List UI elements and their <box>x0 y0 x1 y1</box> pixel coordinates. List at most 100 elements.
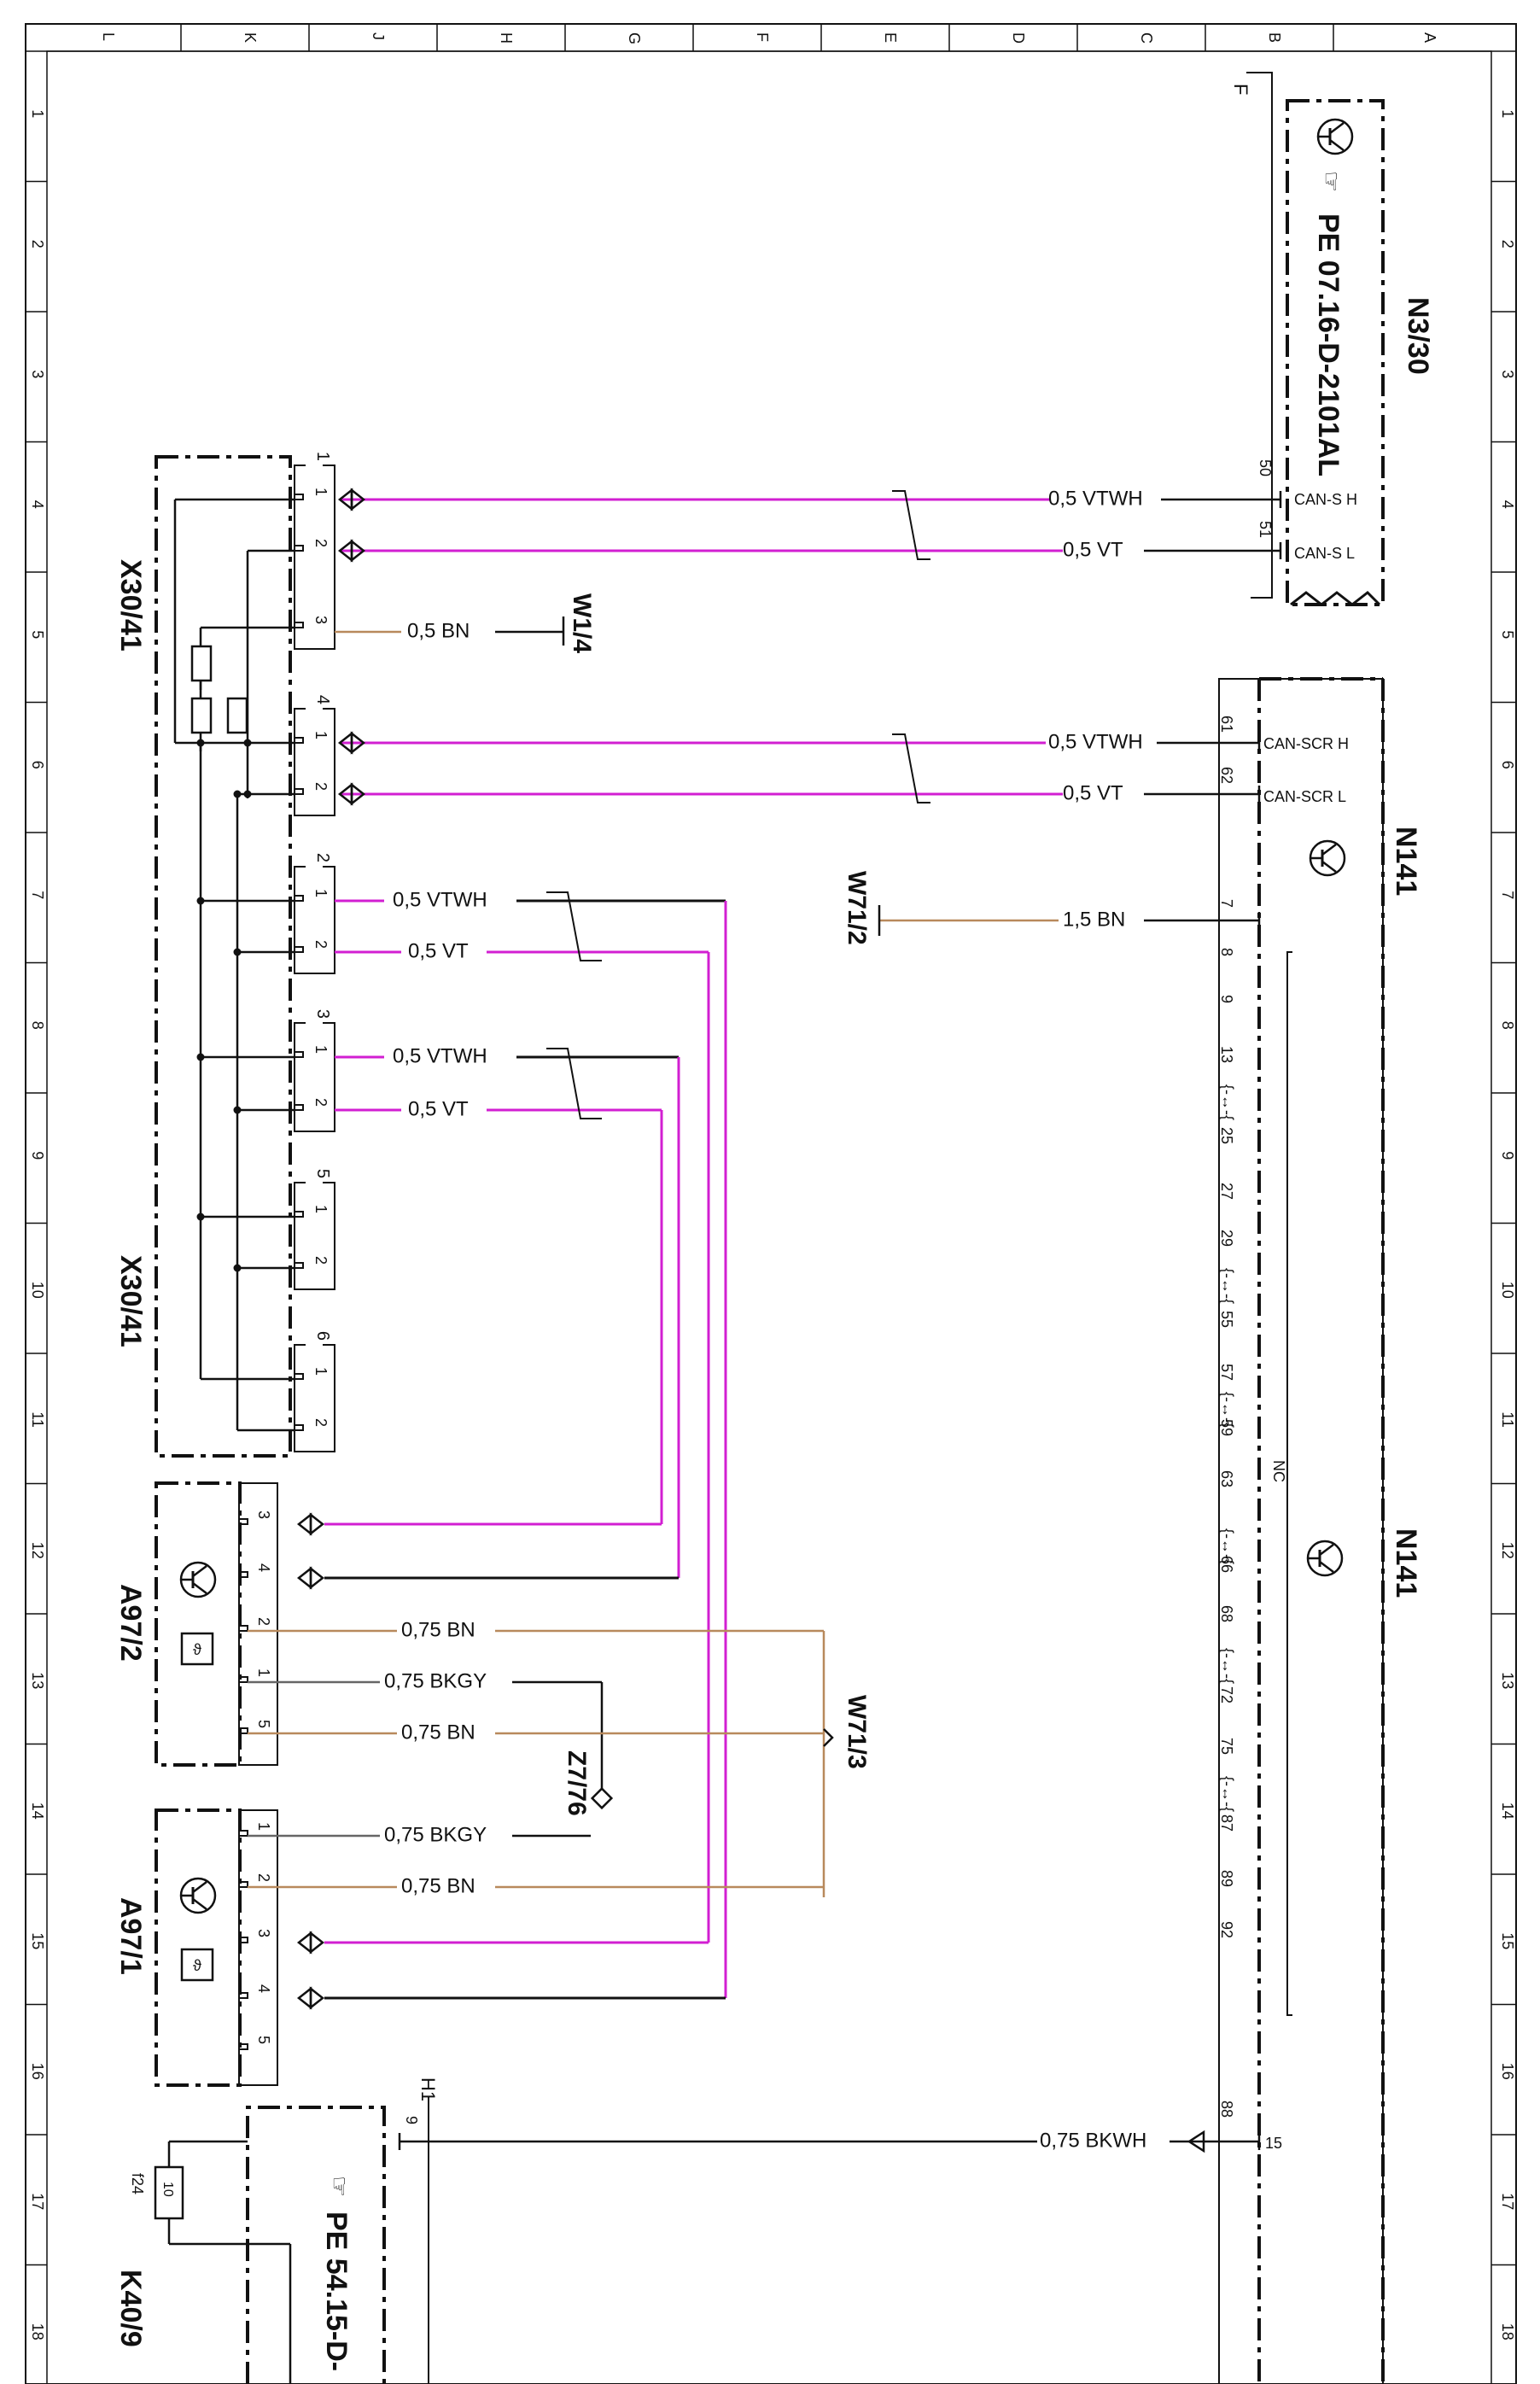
pin-number: 2 <box>312 1256 330 1265</box>
row-label-right: 14 <box>1499 1803 1516 1820</box>
n141-pin-number: 59 <box>1218 1419 1235 1436</box>
row-label-right: 4 <box>1499 500 1516 509</box>
transistor-icon <box>1306 1540 1344 1577</box>
pin-88: 88 <box>1218 2101 1235 2118</box>
pin-number: 1 <box>312 488 330 496</box>
n3-30-module: ☞ PE 07.16-D-2101AL N3/30 50 51 CAN-S H … <box>1257 99 1434 606</box>
row-label-right: 3 <box>1499 370 1516 378</box>
pin-number: 1 <box>312 1205 330 1213</box>
row-label-left: 17 <box>29 2193 46 2210</box>
pin-terminal <box>295 737 304 744</box>
n141-pin-number: 68 <box>1218 1605 1235 1622</box>
twisted-pair-icon <box>892 733 930 803</box>
pin-number: 5 <box>255 1720 272 1728</box>
wire-label: 1,5 BN <box>1063 908 1125 931</box>
wire-label: 0,75 BKGY <box>384 1669 487 1692</box>
x30-41-label-top: X30/41 <box>114 559 147 652</box>
pin-number: 3 <box>255 1510 272 1519</box>
a97-1-label: A97/1 <box>114 1897 147 1975</box>
plug-icon <box>296 1986 312 2010</box>
a97-1-sensor: ϑ A97/1 <box>114 1808 278 2087</box>
n141-pin-number: 25 <box>1218 1127 1235 1144</box>
n141-pin-number: 92 <box>1218 1921 1235 1938</box>
pin-skip-marker: {-↔-{ <box>1219 1268 1236 1304</box>
w71-3-label: W71/3 <box>843 1695 871 1769</box>
n3-30-ref: PE 07.16-D-2101AL <box>1312 213 1345 476</box>
sensor-element-icon: ϑ <box>180 1632 214 1666</box>
column-label: D <box>1010 32 1027 44</box>
pin-terminal <box>295 1104 304 1111</box>
plug-icon <box>296 1566 312 1590</box>
n141-pin-number: 89 <box>1218 1870 1235 1887</box>
transistor-icon <box>1309 839 1346 877</box>
x30-41-label-bottom: X30/41 <box>114 1255 147 1347</box>
n141-pin-number: 87 <box>1218 1814 1235 1832</box>
plug-icon <box>309 1512 325 1536</box>
nc-label: NC <box>1270 1460 1287 1482</box>
n141-pin-number: 63 <box>1218 1470 1235 1487</box>
connector-block <box>294 866 335 974</box>
connector-block <box>294 465 335 650</box>
wire-label: 0,5 VT <box>408 1097 469 1120</box>
column-label: A <box>1421 32 1438 43</box>
n141-pin-number: 55 <box>1218 1311 1235 1328</box>
column-label: E <box>882 32 899 43</box>
row-label-right: 11 <box>1499 1411 1516 1428</box>
connector-block <box>294 708 335 816</box>
row-label-right: 17 <box>1499 2193 1516 2210</box>
pin-88-signal: 15 <box>1265 2135 1282 2152</box>
n141-label-top: N141 <box>1390 827 1422 896</box>
w71-2-label: W71/2 <box>843 871 871 945</box>
row-label-left: 11 <box>29 1411 46 1428</box>
wire-label: 0,75 BN <box>401 1721 475 1744</box>
signal-can-s-h: CAN-S H <box>1294 491 1357 508</box>
wire-label: 0,5 VT <box>408 939 469 962</box>
connector-block <box>294 1344 335 1452</box>
row-label-right: 16 <box>1499 2063 1516 2080</box>
wire-label: 0,75 BN <box>401 1874 475 1897</box>
wire-label: 0,5 VTWH <box>1048 730 1143 753</box>
w71-2-ground: W71/2 <box>843 871 881 945</box>
signal-can-s-l: CAN-S L <box>1294 545 1355 562</box>
svg-text:ϑ: ϑ <box>193 1641 201 1658</box>
row-label-left: 5 <box>29 630 46 639</box>
pin-number: 2 <box>255 1617 272 1626</box>
sheet-mark-f: F <box>1230 84 1251 95</box>
pin-skip-marker: {-↔-{ <box>1219 1392 1236 1428</box>
pin-number: 3 <box>312 616 330 624</box>
reference-hand-icon: ☞ <box>326 2176 353 2197</box>
pin-terminal <box>239 1830 248 1837</box>
row-label-left: 7 <box>29 891 46 899</box>
pin-skip-marker: {-↔-{ <box>1219 1528 1236 1564</box>
pin-number: 3 <box>255 1929 272 1937</box>
k40-9-ref: PE 54.15-D- <box>320 2212 353 2371</box>
column-label: G <box>626 32 643 44</box>
w71-3-splice: W71/3 <box>823 1695 871 1769</box>
pin-terminal <box>295 788 304 795</box>
column-label: L <box>100 32 117 41</box>
pin-terminal <box>295 1424 304 1431</box>
pin-terminal <box>239 1992 248 1999</box>
nc-bracket <box>1286 951 1292 2016</box>
plug-icon <box>309 1566 325 1590</box>
pin-number: 4 <box>255 1984 272 1993</box>
column-label: H <box>498 32 515 44</box>
row-label-right: 5 <box>1499 630 1516 639</box>
row-label-right: 1 <box>1499 109 1516 118</box>
n141-pin-number: 13 <box>1218 1046 1235 1063</box>
row-label-right: 10 <box>1499 1282 1516 1299</box>
z7-76-splice: Z7/76 <box>563 1750 614 1816</box>
connector-block-2-number: 2 <box>313 853 332 862</box>
plug-icon <box>309 1931 325 1955</box>
connector-block-5-number: 5 <box>313 1169 332 1178</box>
n141-pin-number: 75 <box>1218 1738 1235 1755</box>
wire-label: 0,5 VTWH <box>393 888 487 911</box>
pin-number: 2 <box>312 940 330 949</box>
pin-terminal <box>295 1211 304 1218</box>
row-label-right: 12 <box>1499 1542 1516 1559</box>
row-label-left: 6 <box>29 761 46 769</box>
plug-icon <box>350 539 366 563</box>
